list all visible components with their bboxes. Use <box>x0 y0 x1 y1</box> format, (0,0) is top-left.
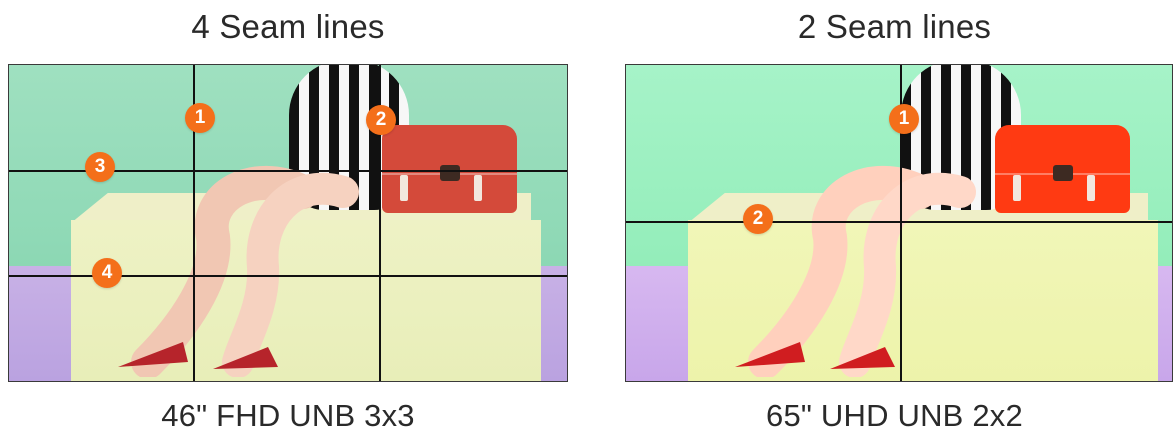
left-scene <box>9 65 567 381</box>
left-bag-strap-1 <box>400 175 408 201</box>
left-badge-2: 2 <box>366 105 396 135</box>
left-badge-3: 3 <box>85 152 115 182</box>
left-title: 4 Seam lines <box>0 8 576 46</box>
right-bag-lock <box>1053 165 1073 181</box>
right-badge-1: 1 <box>889 104 919 134</box>
left-badge-4: 4 <box>92 258 122 288</box>
right-red-handbag <box>995 125 1130 213</box>
right-video-wall-image: 1 2 <box>625 64 1173 382</box>
left-bag-lock <box>440 165 460 181</box>
left-bag-strap-2 <box>474 175 482 201</box>
left-video-wall-image: 1 2 3 4 <box>8 64 568 382</box>
left-comparison-panel: 4 Seam lines 1 2 <box>0 0 576 443</box>
left-model-label: 46" FHD UNB 3x3 <box>0 398 576 434</box>
right-seam-horizontal-1 <box>626 221 1172 223</box>
right-bag-strap-1 <box>1013 175 1021 201</box>
right-comparison-panel: 2 Seam lines 1 2 65" U <box>616 0 1173 443</box>
right-model-label: 65" UHD UNB 2x2 <box>616 398 1173 434</box>
right-title: 2 Seam lines <box>616 8 1173 46</box>
left-red-handbag <box>382 125 517 213</box>
right-badge-2: 2 <box>743 204 773 234</box>
left-badge-1: 1 <box>185 103 215 133</box>
right-bag-strap-2 <box>1087 175 1095 201</box>
